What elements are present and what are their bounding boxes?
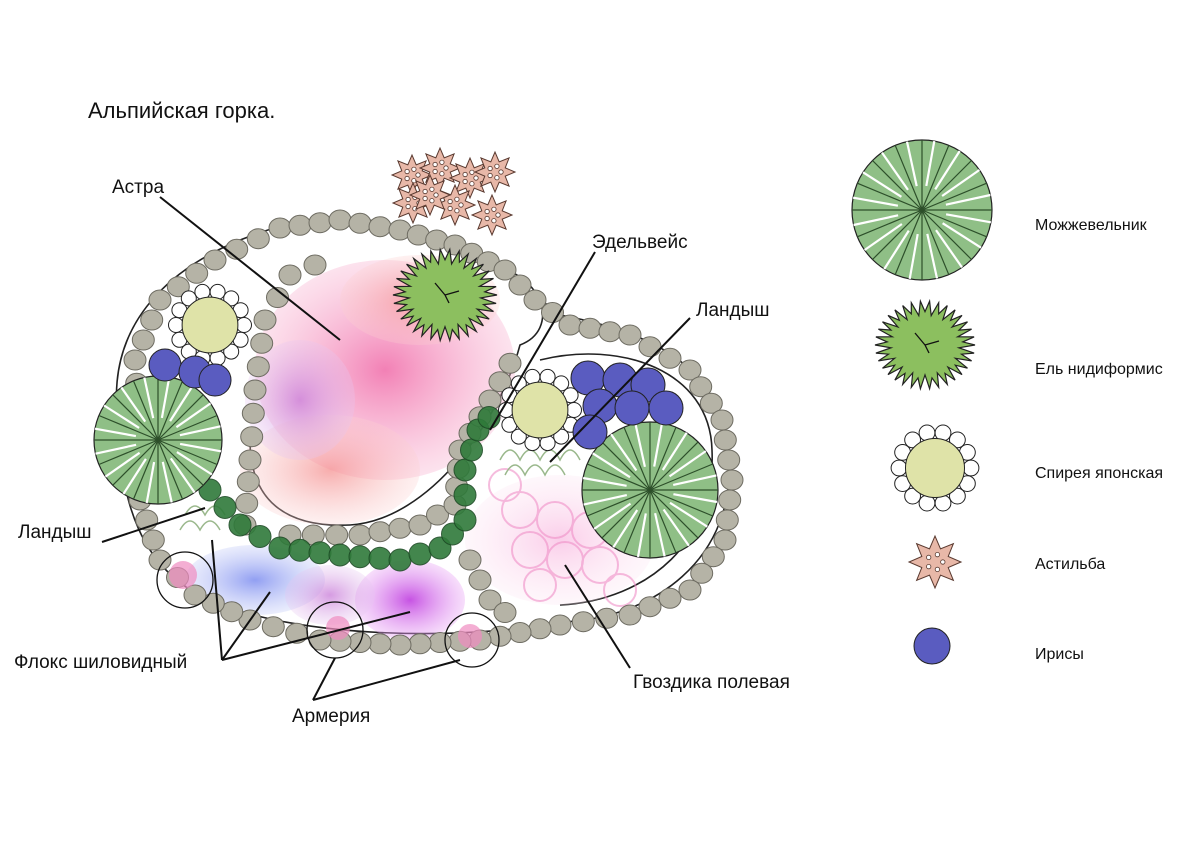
astilbe-icon bbox=[907, 534, 963, 590]
legend-label-iris: Ирисы bbox=[1035, 646, 1084, 663]
juniper-plant bbox=[581, 421, 719, 559]
callout-astra: Астра bbox=[112, 177, 164, 198]
armeria-flowers bbox=[169, 561, 482, 648]
callout-edelweiss: Эдельвейс bbox=[592, 232, 688, 253]
legend-label-spruce: Ель нидиформис bbox=[1035, 361, 1163, 378]
juniper-plant bbox=[93, 375, 223, 505]
callout-landysh-right: Ландыш bbox=[696, 300, 770, 321]
legend-label-juniper: Можжевельник bbox=[1035, 217, 1148, 234]
juniper-icon bbox=[851, 139, 993, 281]
legend-label-spiraea: Спирея японская bbox=[1035, 465, 1163, 482]
callout-phlox: Флокс шиловидный bbox=[14, 652, 187, 673]
spiraea-icon bbox=[890, 424, 980, 512]
legend-label-astilbe: Астильба bbox=[1035, 556, 1105, 573]
callout-gvozdika: Гвоздика полевая bbox=[633, 672, 790, 693]
spruce-nidiformis-icon bbox=[874, 298, 976, 392]
stone-border bbox=[123, 209, 744, 656]
iris-group bbox=[148, 348, 684, 450]
leader-lines bbox=[101, 196, 691, 701]
spruce-plant bbox=[392, 247, 498, 343]
page-title: Альпийская горка. bbox=[88, 98, 275, 123]
iris-icon bbox=[913, 627, 951, 665]
astilbe-cluster bbox=[390, 146, 517, 237]
legend: Можжевельник Ель нидиформис Спирея японс… bbox=[851, 139, 1163, 665]
green-bead-border bbox=[198, 406, 501, 572]
callout-landysh-left: Ландыш bbox=[18, 522, 92, 543]
callout-armeria: Армерия bbox=[292, 706, 370, 727]
spiraea-plant bbox=[168, 283, 252, 367]
